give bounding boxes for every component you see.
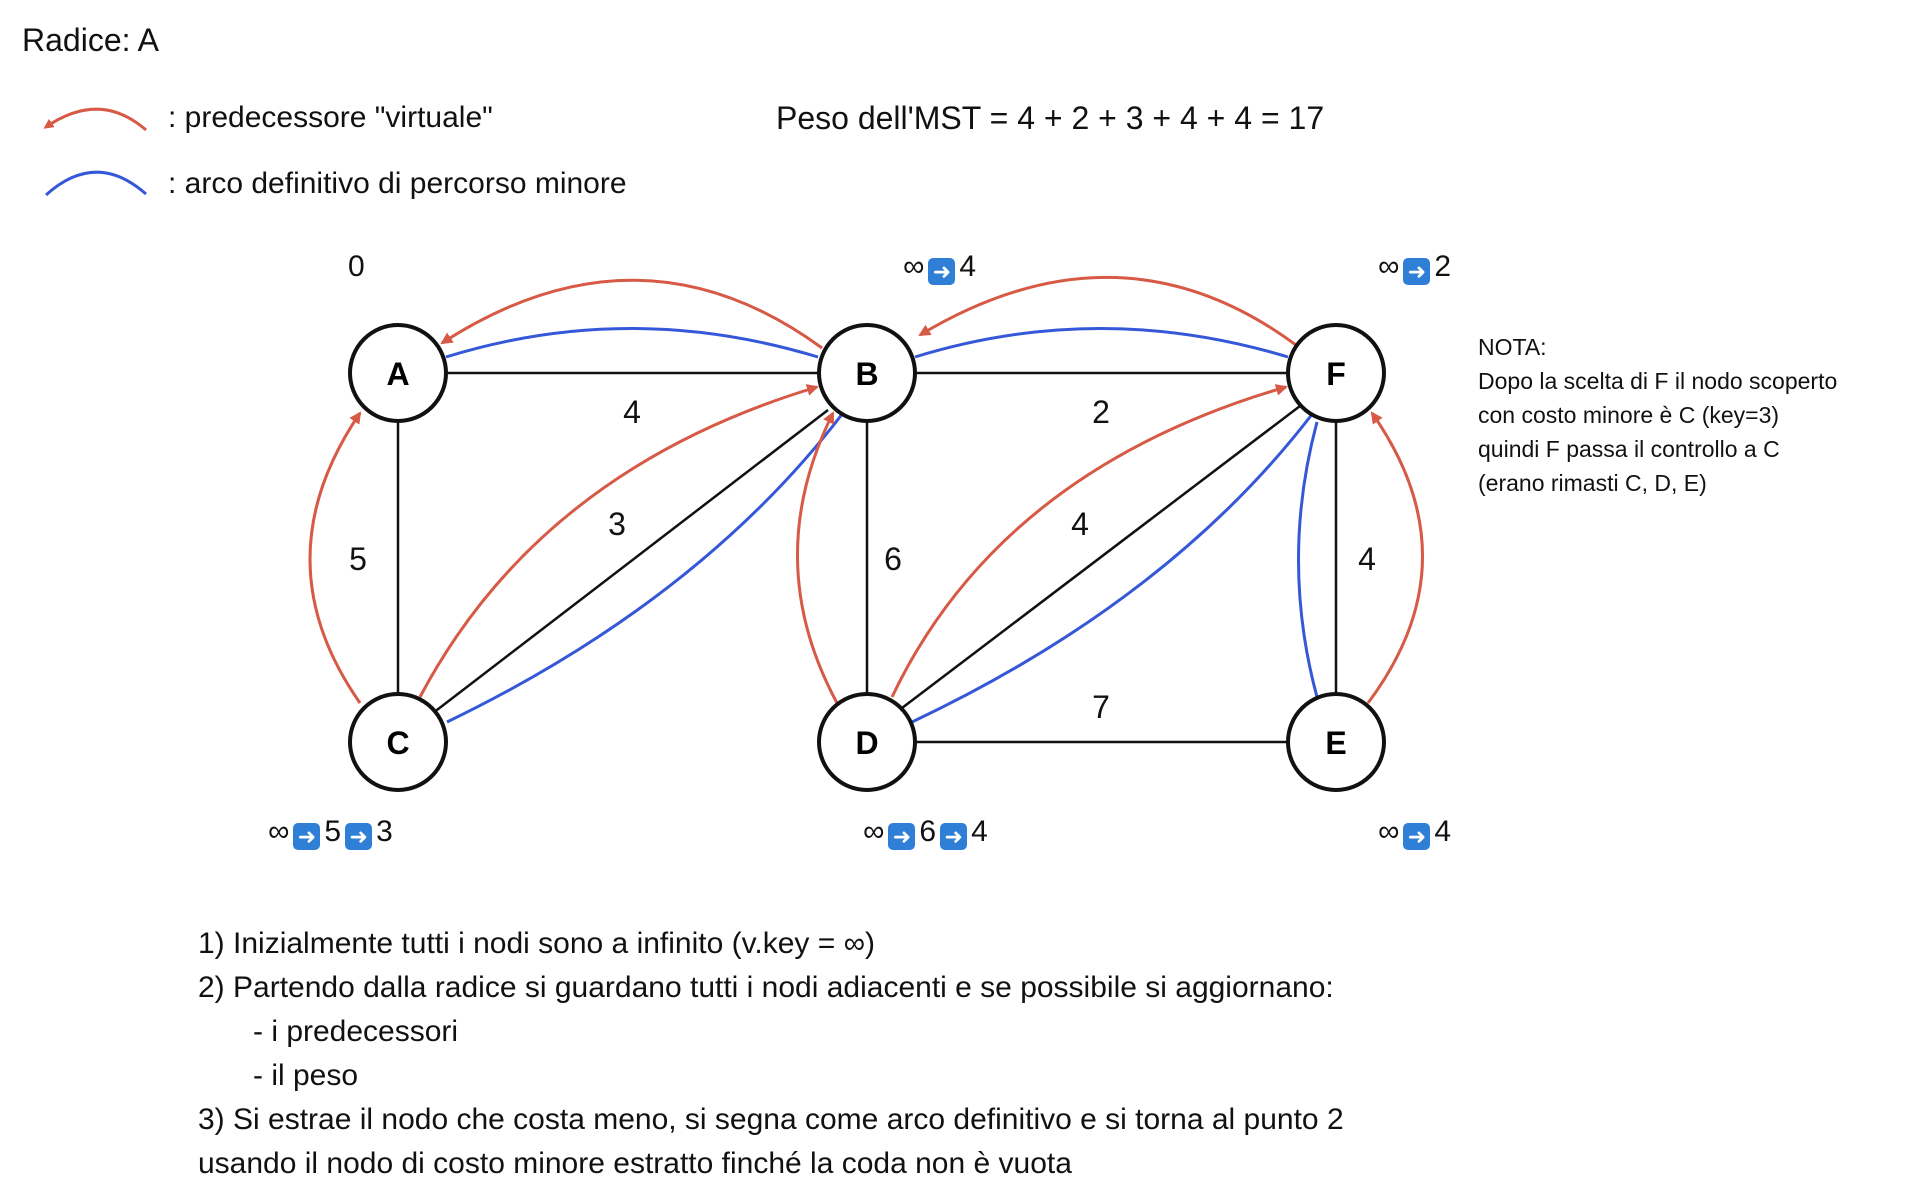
key-c-value-0: ∞ — [268, 815, 290, 848]
legend-swatches — [43, 107, 147, 197]
key-b-value-0: ∞ — [903, 250, 925, 283]
weight-d-f: 4 — [1071, 506, 1089, 542]
algorithm-steps: 1) Inizialmente tutti i nodi sono a infi… — [198, 922, 1344, 1186]
right-arrow-emoji-icon: ➜ — [293, 823, 321, 850]
node-f-label: F — [1326, 356, 1346, 392]
key-d-value-1: 6 — [919, 815, 937, 848]
key-a-value-0: 0 — [348, 250, 365, 283]
red-arc-c-a — [308, 411, 362, 704]
key-f-value-1: 2 — [1434, 250, 1452, 283]
legend-blue-arc — [44, 170, 147, 197]
step-3-continued: usando il nodo di costo minore estratto … — [198, 1147, 1072, 1180]
node-c: C — [348, 692, 448, 792]
node-e: E — [1286, 692, 1386, 792]
node-a: A — [348, 323, 448, 423]
red-arc-c-b — [418, 384, 819, 698]
key-e-value-1: 4 — [1434, 815, 1452, 848]
right-arrow-emoji-icon: ➜ — [940, 823, 968, 850]
weight-b-f: 2 — [1092, 394, 1110, 430]
key-c-value-2: 3 — [376, 815, 393, 848]
red-arc-d-b — [796, 411, 839, 704]
right-arrow-emoji-icon: ➜ — [928, 258, 956, 285]
node-b: B — [817, 323, 917, 423]
red-arc-b-a — [440, 278, 823, 350]
key-e: ∞➜4 — [1378, 815, 1451, 850]
red-arc-f-b — [918, 275, 1297, 347]
edge-c-b — [432, 409, 829, 714]
blue-arc-d-f — [911, 412, 1315, 724]
legend-definitive-arc-label: : arco definitivo di percorso minore — [168, 167, 627, 200]
step-2: 2) Partendo dalla radice si guardano tut… — [198, 971, 1334, 1004]
mst-weight: Peso dell'MST = 4 + 2 + 3 + 4 + 4 = 17 — [776, 100, 1325, 136]
note-line: Dopo la scelta di F il nodo scoperto — [1478, 368, 1838, 394]
weight-a-b: 4 — [623, 394, 641, 430]
weight-b-d: 6 — [884, 541, 902, 577]
step-3: 3) Si estrae il nodo che costa meno, si … — [198, 1103, 1344, 1136]
key-d-value-0: ∞ — [863, 815, 885, 848]
blue-arc-a-b — [445, 327, 819, 359]
blue-arc-f-e — [1297, 421, 1319, 698]
right-arrow-emoji-icon: ➜ — [1403, 823, 1431, 850]
note-line: quindi F passa il controllo a C — [1478, 436, 1780, 462]
legend-virtual-pred-label: : predecessore "virtuale" — [168, 101, 493, 134]
key-b: ∞➜4 — [903, 250, 976, 285]
note-box: NOTA: Dopo la scelta di F il nodo scoper… — [1478, 330, 1908, 500]
root-label: Radice: A — [22, 22, 159, 58]
key-c-value-1: 5 — [324, 815, 342, 848]
step-1: 1) Inizialmente tutti i nodi sono a infi… — [198, 927, 875, 960]
red-arc-d-f — [890, 384, 1288, 698]
node-b-label: B — [855, 356, 878, 392]
note-title: NOTA: — [1478, 334, 1547, 360]
node-d-label: D — [855, 725, 878, 761]
key-c: ∞➜5➜3 — [268, 815, 393, 850]
weight-f-e: 4 — [1358, 541, 1376, 577]
key-e-value-0: ∞ — [1378, 815, 1400, 848]
right-arrow-emoji-icon: ➜ — [345, 823, 373, 850]
node-c-label: C — [386, 725, 409, 761]
key-b-value-1: 4 — [959, 250, 977, 283]
key-d: ∞➜6➜4 — [863, 815, 988, 850]
note-line: con costo minore è C (key=3) — [1478, 402, 1780, 428]
node-a-label: A — [386, 356, 409, 392]
red-arc-e-f — [1366, 411, 1424, 704]
note-line: (erano rimasti C, D, E) — [1478, 470, 1707, 496]
right-arrow-emoji-icon: ➜ — [1403, 258, 1431, 285]
weight-d-e: 7 — [1092, 689, 1110, 725]
node-d: D — [817, 692, 917, 792]
key-d-value-2: 4 — [971, 815, 988, 848]
node-e-label: E — [1325, 725, 1346, 761]
step-2-sub-predecessors: - i predecessori — [253, 1015, 459, 1048]
blue-arc-b-f — [914, 327, 1289, 359]
key-f-value-0: ∞ — [1378, 250, 1400, 283]
weight-c-b: 3 — [608, 506, 626, 542]
node-f: F — [1286, 323, 1386, 423]
edge-d-f — [901, 405, 1301, 709]
blue-arc-c-b — [446, 412, 845, 724]
key-a: 0 — [348, 250, 365, 284]
legend-red-arc — [43, 107, 147, 132]
weight-a-c: 5 — [349, 541, 367, 577]
key-f: ∞➜2 — [1378, 250, 1451, 285]
right-arrow-emoji-icon: ➜ — [888, 823, 916, 850]
step-2-sub-weight: - il peso — [253, 1059, 359, 1092]
